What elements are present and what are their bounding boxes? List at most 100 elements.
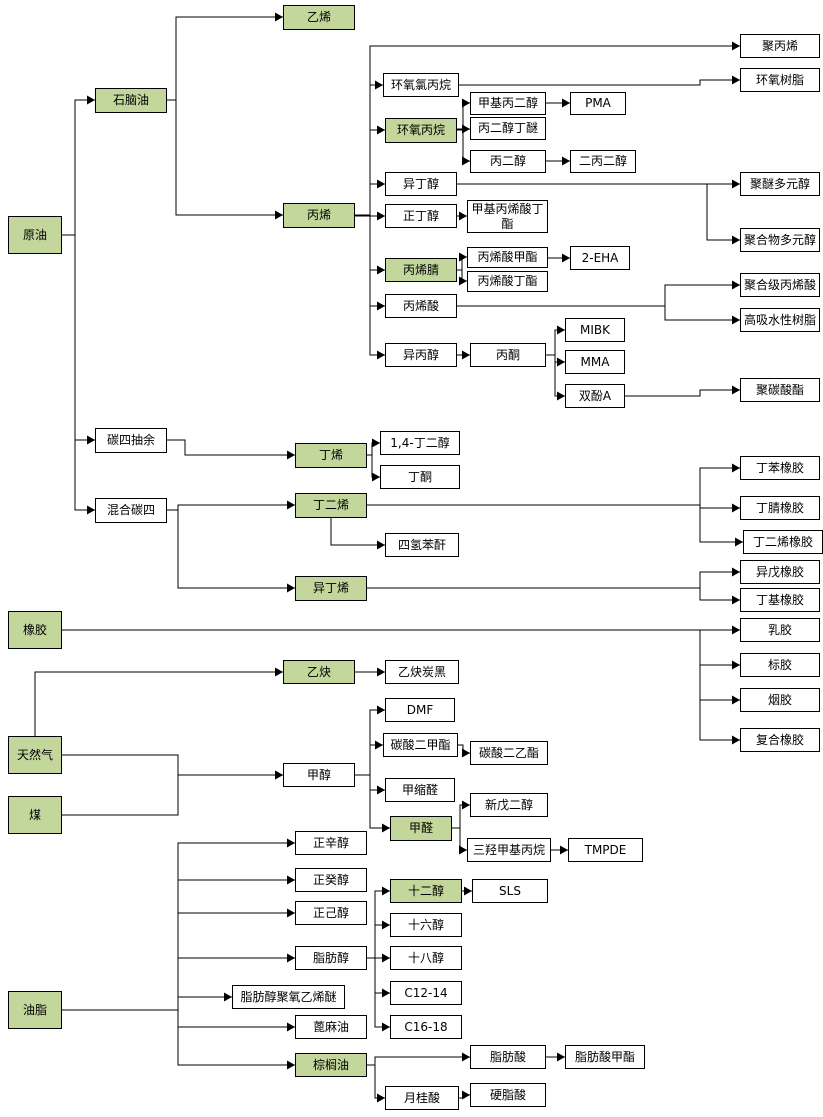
edge-butadiene--br <box>367 504 743 547</box>
node-dmc: 碳酸二甲酯 <box>383 733 458 757</box>
node-stearic-acid: 硬脂酸 <box>470 1083 546 1107</box>
node-acrylonitrile: 丙烯腈 <box>385 258 457 282</box>
edge-fatty-alcohol--c12-14 <box>367 957 390 998</box>
node-formaldehyde: 甲醛 <box>390 816 452 841</box>
node-iir: 丁基橡胶 <box>740 588 820 612</box>
node-stearyl-alcohol: 十八醇 <box>390 946 462 970</box>
node-dmf: DMF <box>385 698 455 722</box>
node-tmpde: TMPDE <box>568 838 643 862</box>
edge-propylene-oxide--methyl-propanediol <box>457 98 470 131</box>
node-sbr: 丁苯橡胶 <box>740 456 820 480</box>
edge-epichlorohydrin--epoxy-resin <box>459 75 740 86</box>
node-npg: 新戊二醇 <box>470 793 548 817</box>
node-methyl-propanediol: 甲基丙二醇 <box>470 92 546 115</box>
node-thpa: 四氢苯酐 <box>385 533 459 557</box>
node-mibk: MIBK <box>565 318 625 342</box>
edge-isobutylene--iir <box>367 587 740 605</box>
node-dodecanol: 十二醇 <box>390 879 462 903</box>
edge-crude-oil--naphtha <box>62 95 95 236</box>
edge-bisphenol-a--polycarbonate <box>625 385 740 397</box>
edge-fatty-alcohol--cetyl-alcohol <box>367 920 390 959</box>
edge-acetone--bisphenol-a <box>546 354 565 401</box>
edge-propylene--isopropanol <box>355 214 385 360</box>
edge-oils-fats--aeo <box>62 992 232 1011</box>
node-ir: 异戊橡胶 <box>740 560 820 584</box>
edge-palm-oil--lauric-acid <box>367 1064 385 1103</box>
node-compound-rubber: 复合橡胶 <box>740 728 820 752</box>
edge-lauric-acid--stearic-acid <box>459 1090 470 1100</box>
node-epichlorohydrin: 环氧氯丙烷 <box>383 73 459 97</box>
node-propylene-glycol: 丙二醇 <box>470 150 546 173</box>
node-pg-butyl-ether: 丙二醇丁醚 <box>470 117 546 140</box>
node-isobutanol: 异丁醇 <box>385 172 457 196</box>
node-sls: SLS <box>472 879 548 903</box>
node-naphtha: 石脑油 <box>95 88 167 113</box>
node-polypropylene: 聚丙烯 <box>740 34 820 58</box>
node-sap: 高吸水性树脂 <box>740 308 820 332</box>
node-ethylene: 乙烯 <box>283 5 355 30</box>
edge-dmc--dec <box>458 744 470 758</box>
node-latex: 乳胶 <box>740 618 820 642</box>
node-propylene: 丙烯 <box>283 203 355 228</box>
node-acetylene: 乙炔 <box>283 660 355 684</box>
node-c16-18: C16-18 <box>390 1015 462 1039</box>
edge-naphtha--ethylene <box>167 12 283 101</box>
node-coal: 煤 <box>8 796 62 834</box>
edge-formaldehyde--tmp <box>452 827 467 855</box>
node-c4-raffinate: 碳四抽余 <box>95 428 167 453</box>
node-standard-rubber: 标胶 <box>740 653 820 677</box>
edge-acetone--mibk <box>546 325 565 356</box>
node-acetylene-black: 乙炔炭黑 <box>385 660 459 684</box>
edge-coal--methanol <box>62 770 283 816</box>
node-tmp: 三羟甲基丙烷 <box>467 838 551 862</box>
edge-fatty-alcohol--c16-18 <box>367 957 390 1032</box>
node-butyl-methacrylate: 甲基丙烯酸丁酯 <box>467 200 548 233</box>
node-c12-14: C12-14 <box>390 981 462 1005</box>
node-n-hexanol: 正己醇 <box>295 901 367 925</box>
node-polymer-grade-aa: 聚合级丙烯酸 <box>740 273 820 297</box>
edge-butadiene--thpa <box>330 518 385 550</box>
node-mixed-c4: 混合碳四 <box>95 498 167 523</box>
edge-propylene-oxide--propylene-glycol <box>457 129 470 166</box>
node-n-octanol: 正辛醇 <box>295 831 367 855</box>
node-bdo: 1,4-丁二醇 <box>380 431 460 455</box>
edge-formaldehyde--npg <box>452 800 470 829</box>
edge-palm-oil--fatty-acid <box>367 1052 470 1066</box>
edge-c4-raffinate--butene <box>167 439 295 460</box>
node-polymer-polyol: 聚合物多元醇 <box>740 228 820 252</box>
node-propylene-oxide: 环氧丙烷 <box>385 118 457 143</box>
node-epoxy-resin: 环氧树脂 <box>740 68 820 92</box>
node-castor-oil: 蓖麻油 <box>295 1015 367 1039</box>
node-butene: 丁烯 <box>295 443 367 468</box>
node-lauric-acid: 月桂酸 <box>385 1086 459 1110</box>
node-butadiene: 丁二烯 <box>295 493 367 518</box>
node-aeo: 脂肪醇聚氧乙烯醚 <box>232 985 345 1009</box>
node-crude-oil: 原油 <box>8 216 62 254</box>
edge-mixed-c4--isobutylene <box>167 509 295 593</box>
node-butyl-acrylate: 丙烯酸丁酯 <box>467 271 548 292</box>
edge-butene--mek <box>367 454 380 482</box>
edge-methanol--dmc <box>355 740 383 776</box>
node-2-eha: 2-EHA <box>570 246 630 270</box>
edge-propylene--epichlorohydrin <box>355 80 383 216</box>
edge-oils-fats--palm-oil <box>62 1009 295 1070</box>
edge-natural-gas--methanol <box>62 754 283 780</box>
node-cetyl-alcohol: 十六醇 <box>390 913 462 937</box>
node-fatty-acid: 脂肪酸 <box>470 1045 546 1069</box>
edge-mixed-c4--butadiene <box>167 500 295 511</box>
node-mma: MMA <box>565 350 625 374</box>
edge-acrylonitrile--methyl-acrylate <box>457 252 467 271</box>
node-natural-gas: 天然气 <box>8 736 62 774</box>
edge-natural-gas--acetylene <box>34 667 283 736</box>
node-smoked-rubber: 烟胶 <box>740 688 820 712</box>
node-bisphenol-a: 双酚A <box>565 384 625 408</box>
node-dec: 碳酸二乙酯 <box>470 741 548 765</box>
edge-butene--bdo <box>367 438 380 456</box>
node-mek: 丁酮 <box>380 465 460 489</box>
edge-crude-oil--mixed-c4 <box>62 234 95 515</box>
node-isopropanol: 异丙醇 <box>385 343 457 367</box>
node-polycarbonate: 聚碳酸酯 <box>740 378 820 402</box>
edge-acrylonitrile--butyl-acrylate <box>457 269 467 286</box>
